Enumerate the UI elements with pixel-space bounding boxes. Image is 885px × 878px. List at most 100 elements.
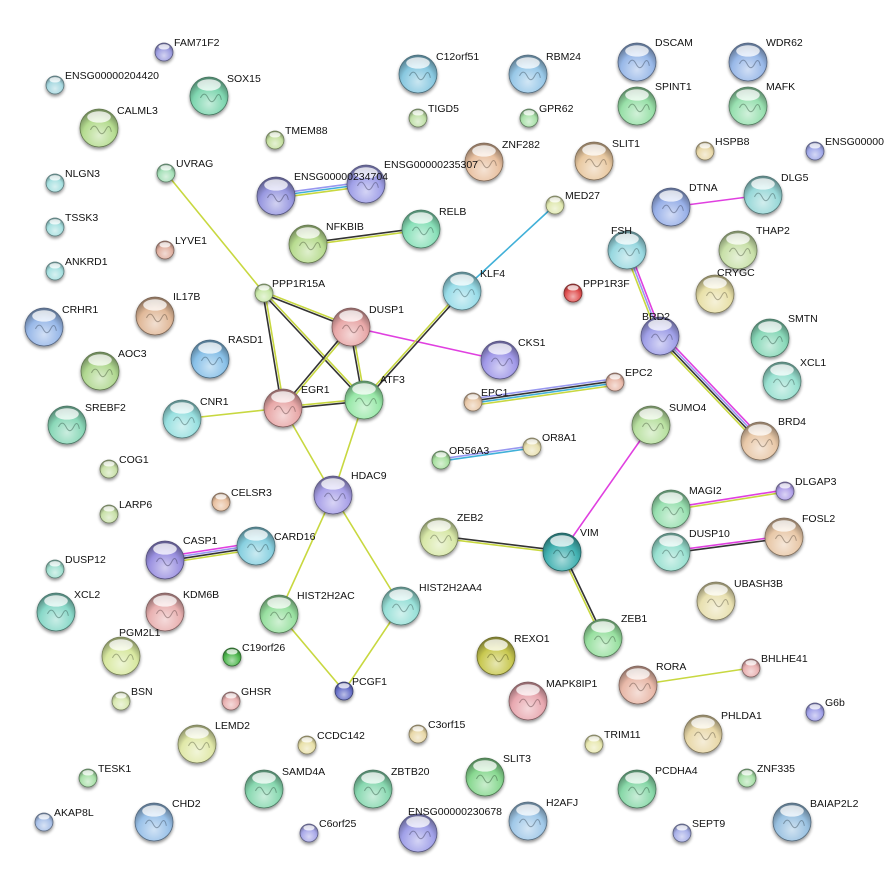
edge-PPP1R15A-ATF3[interactable] — [262, 291, 366, 402]
node-AOC3[interactable]: AOC3 — [80, 348, 147, 391]
node-CALML3[interactable]: CALML3 — [79, 105, 158, 148]
node-RORA[interactable]: RORA — [618, 661, 686, 705]
node-KDM6B[interactable]: KDM6B — [145, 589, 219, 632]
node-CKS1[interactable]: CKS1 — [480, 337, 546, 380]
node-RELB[interactable]: RELB — [401, 206, 466, 249]
node-HIST2H2AC[interactable]: HIST2H2AC — [259, 590, 355, 634]
node-TMEM88[interactable]: TMEM88 — [265, 125, 328, 150]
node-SREBF2[interactable]: SREBF2 — [47, 402, 126, 445]
node-PPP1R15A[interactable]: PPP1R15A — [254, 278, 325, 303]
edge-ZEB2-VIM[interactable] — [438, 535, 563, 554]
node-ANKRD1[interactable]: ANKRD1 — [45, 256, 108, 281]
edge-DUSP1-CKS1[interactable] — [350, 326, 501, 361]
node-CNR1[interactable]: CNR1 — [162, 396, 229, 439]
edge-PPP1R15A-EGR1[interactable] — [262, 292, 285, 409]
node-HSPB8[interactable]: HSPB8 — [695, 136, 750, 161]
node-UVRAG[interactable]: UVRAG — [156, 158, 213, 183]
node-CHD2[interactable]: CHD2 — [134, 798, 201, 842]
node-DTNA[interactable]: DTNA — [651, 182, 718, 227]
node-AKAP8L[interactable]: AKAP8L — [34, 807, 94, 832]
node-HIST2H2AA4[interactable]: HIST2H2AA4 — [381, 582, 482, 626]
node-GHSR[interactable]: GHSR — [221, 686, 272, 711]
node-MAFK[interactable]: MAFK — [728, 81, 795, 126]
edge-UVRAG-PPP1R15A[interactable] — [165, 172, 265, 294]
node-MAPK8IP1[interactable]: MAPK8IP1 — [508, 678, 598, 721]
node-SOX15[interactable]: SOX15 — [189, 73, 261, 116]
node-ATF3[interactable]: ATF3 — [344, 374, 405, 420]
node-ENSG00000235307[interactable]: ENSG00000235307 — [346, 159, 478, 204]
node-DLGAP3[interactable]: DLGAP3 — [775, 476, 837, 501]
node-SEPT9[interactable]: SEPT9 — [672, 818, 725, 843]
node-CRYGC[interactable]: CRYGC — [695, 267, 755, 314]
node-CCDC142[interactable]: CCDC142 — [297, 730, 365, 755]
node-REXO1[interactable]: REXO1 — [476, 633, 550, 676]
node-RBM24[interactable]: RBM24 — [508, 51, 581, 94]
node-SAMD4A[interactable]: SAMD4A — [244, 766, 325, 809]
node-GPR62[interactable]: GPR62 — [519, 103, 574, 128]
node-ZNF335[interactable]: ZNF335 — [737, 763, 795, 788]
edge-EPC1-EPC2[interactable] — [472, 377, 616, 407]
node-ZEB1[interactable]: ZEB1 — [583, 613, 647, 658]
edge-VIM-SUMO4[interactable] — [561, 424, 652, 553]
node-OR56A3[interactable]: OR56A3 — [431, 445, 489, 470]
edge-KLF4-MED27[interactable] — [461, 204, 556, 292]
node-SUMO4[interactable]: SUMO4 — [631, 402, 707, 445]
node-RASD1[interactable]: RASD1 — [190, 334, 263, 379]
node-SLIT1[interactable]: SLIT1 — [574, 138, 640, 181]
node-PGM2L1[interactable]: PGM2L1 — [101, 627, 161, 676]
node-ENSG00000204420[interactable]: ENSG00000204420 — [45, 70, 159, 95]
node-FAM71F2[interactable]: FAM71F2 — [154, 37, 220, 62]
node-UBASH3B[interactable]: UBASH3B — [696, 578, 783, 621]
node-THAP2[interactable]: THAP2 — [718, 225, 790, 270]
node-C12orf51[interactable]: C12orf51 — [398, 51, 479, 94]
node-DUSP10[interactable]: DUSP10 — [651, 528, 730, 572]
node-MED27[interactable]: MED27 — [545, 190, 600, 215]
node-C6orf25[interactable]: C6orf25 — [299, 818, 357, 843]
node-TRIM11[interactable]: TRIM11 — [584, 729, 641, 754]
node-VIM[interactable]: VIM — [542, 527, 599, 572]
node-TESK1[interactable]: TESK1 — [78, 763, 131, 788]
node-ZBTB20[interactable]: ZBTB20 — [353, 766, 430, 809]
node-HDAC9[interactable]: HDAC9 — [313, 470, 387, 515]
node-ENSG00000[interactable]: ENSG00000 — [805, 136, 884, 161]
node-ENSG00000234704[interactable]: ENSG00000234704 — [256, 171, 388, 216]
node-ENSG00000230678[interactable]: ENSG00000230678 — [398, 806, 502, 853]
node-CARD16[interactable]: CARD16 — [236, 526, 316, 566]
node-LYVE1[interactable]: LYVE1 — [155, 235, 207, 260]
node-BAIAP2L2[interactable]: BAIAP2L2 — [772, 798, 859, 842]
node-FSH[interactable]: FSH — [607, 225, 647, 270]
node-DLG5[interactable]: DLG5 — [743, 172, 809, 215]
node-TIGD5[interactable]: TIGD5 — [408, 103, 459, 128]
node-SLIT3[interactable]: SLIT3 — [465, 753, 531, 797]
node-CRHR1[interactable]: CRHR1 — [24, 304, 98, 347]
node-OR8A1[interactable]: OR8A1 — [522, 432, 577, 457]
node-EPC1[interactable]: EPC1 — [463, 387, 509, 412]
node-BRD2[interactable]: BRD2 — [640, 311, 680, 356]
node-ZNF282[interactable]: ZNF282 — [464, 139, 540, 182]
edge-HDAC9-HIST2H2AA4[interactable] — [332, 494, 402, 607]
node-IL17B[interactable]: IL17B — [135, 291, 200, 336]
node-PHLDA1[interactable]: PHLDA1 — [683, 710, 762, 754]
node-H2AFJ[interactable]: H2AFJ — [508, 797, 578, 841]
node-NFKBIB[interactable]: NFKBIB — [288, 221, 364, 264]
node-PCDHA4[interactable]: PCDHA4 — [617, 765, 698, 809]
node-BHLHE41[interactable]: BHLHE41 — [741, 653, 808, 678]
node-XCL2[interactable]: XCL2 — [36, 589, 100, 632]
node-BSN[interactable]: BSN — [111, 686, 153, 711]
node-CELSR3[interactable]: CELSR3 — [211, 487, 272, 512]
node-DUSP1[interactable]: DUSP1 — [331, 304, 404, 347]
node-EGR1[interactable]: EGR1 — [263, 384, 330, 428]
node-MAGI2[interactable]: MAGI2 — [651, 485, 722, 529]
node-LEMD2[interactable]: LEMD2 — [177, 720, 250, 764]
node-SPINT1[interactable]: SPINT1 — [617, 81, 692, 126]
edge-BRD2-BRD4[interactable] — [657, 333, 763, 444]
node-G6b[interactable]: G6b — [805, 697, 845, 722]
node-PCGF1[interactable]: PCGF1 — [334, 676, 387, 701]
node-WDR62[interactable]: WDR62 — [728, 37, 803, 82]
node-C19orf26[interactable]: C19orf26 — [222, 642, 285, 667]
node-XCL1[interactable]: XCL1 — [762, 357, 826, 401]
node-LARP6[interactable]: LARP6 — [99, 499, 152, 524]
node-BRD4[interactable]: BRD4 — [740, 416, 806, 461]
edge-HDAC9-HIST2H2AC[interactable] — [278, 494, 334, 615]
node-CASP1[interactable]: CASP1 — [145, 535, 218, 580]
